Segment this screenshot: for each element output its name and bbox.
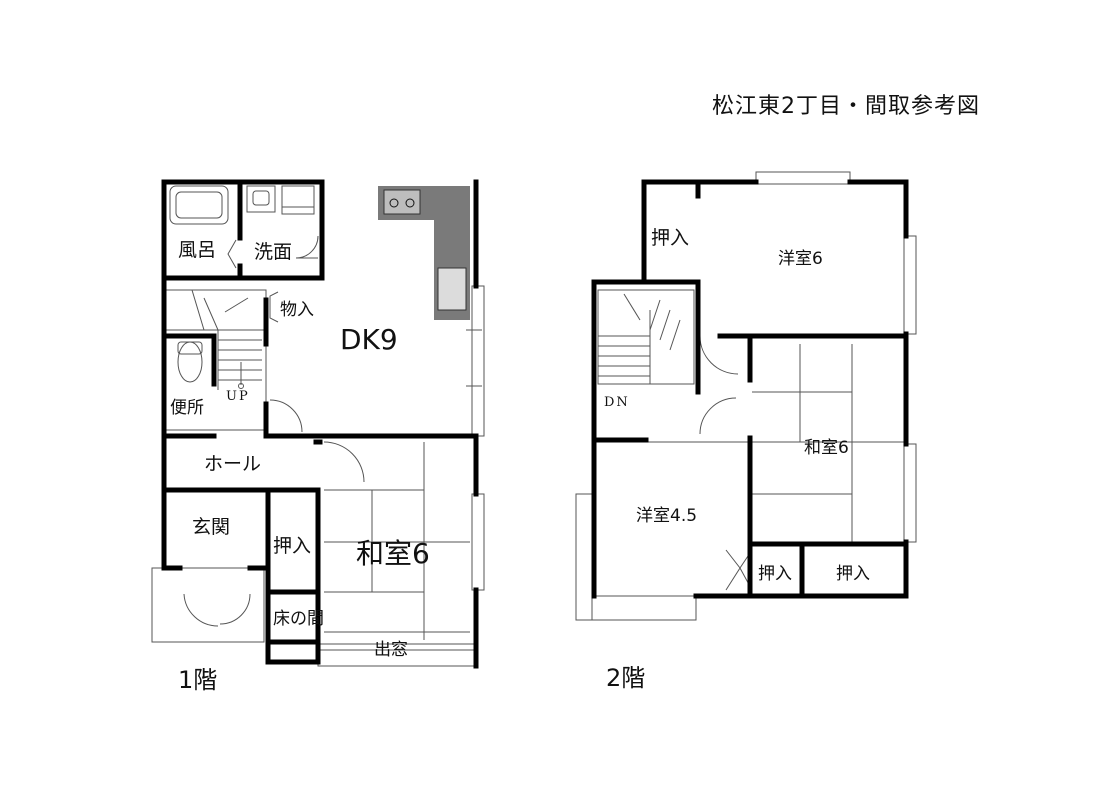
- floor2-walls: [591, 179, 909, 599]
- room-label-entrance: 玄関: [192, 516, 231, 538]
- floor-label-2f: 2階: [606, 664, 646, 692]
- room-label-bay-window: 出窓: [374, 640, 408, 660]
- room-label-closet-b-2f: 押入: [836, 564, 870, 584]
- room-label-youshitsu6: 洋室6: [778, 249, 823, 269]
- page-title: 松江東2丁目・間取参考図: [712, 94, 980, 119]
- room-label-washitsu-1f: 和室6: [356, 537, 430, 570]
- room-label-washitsu-2f: 和室6: [804, 438, 849, 458]
- room-label-hall: ホール: [204, 453, 262, 475]
- room-label-tokonoma: 床の間: [273, 609, 324, 629]
- room-label-closet-a-2f: 押入: [758, 564, 792, 584]
- floor-label-1f: 1階: [178, 666, 218, 694]
- room-label-bath: 風呂: [178, 239, 217, 261]
- stairs-up-label: UP: [226, 389, 250, 404]
- floor1-fixtures: [151, 185, 485, 667]
- room-label-wash: 洗面: [254, 241, 293, 263]
- room-label-toilet: 便所: [170, 398, 204, 418]
- room-label-dk: DK9: [340, 323, 398, 356]
- stairs-down-label: DN: [604, 395, 630, 410]
- room-label-closet-1f: 押入: [273, 535, 312, 557]
- room-label-closet-top-2f: 押入: [651, 227, 690, 249]
- room-label-storage: 物入: [280, 300, 314, 320]
- room-label-youshitsu45: 洋室4.5: [636, 506, 698, 526]
- kitchen-counter: [378, 186, 470, 320]
- floor1-walls: [161, 179, 479, 669]
